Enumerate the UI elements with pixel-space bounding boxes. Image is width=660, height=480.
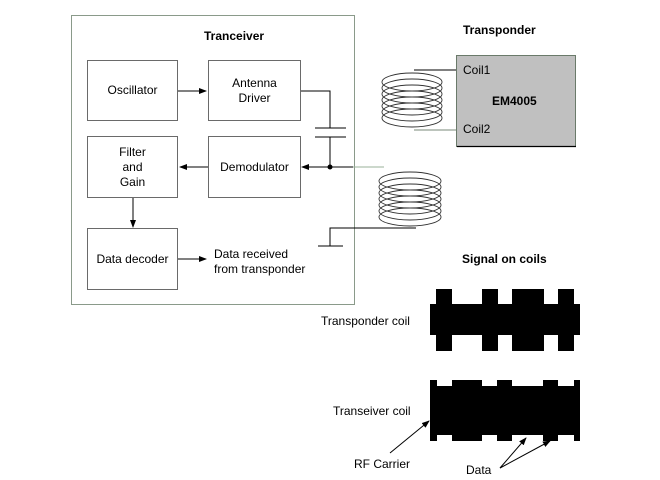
oscillator-block: Oscillator (87, 60, 178, 121)
antenna-driver-label-line1: Antenna (232, 75, 277, 90)
transponder-waveform (430, 289, 580, 351)
filter-gain-label-line1: Filter (119, 144, 146, 159)
data-pointer-2 (499, 440, 551, 469)
demodulator-block: Demodulator (208, 136, 301, 198)
filter-gain-block: Filter and Gain (87, 136, 178, 198)
data-pointer-1 (499, 437, 527, 469)
transceiver-coil-label: Transeiver coil (333, 404, 411, 418)
transceiver-wave-edge (497, 380, 512, 441)
transponder-coil-icon (381, 72, 443, 128)
antenna-driver-block: Antenna Driver (208, 60, 301, 121)
filter-gain-label-line3: Gain (119, 174, 146, 189)
transceiver-waveform (430, 380, 580, 441)
signals-title: Signal on coils (462, 252, 547, 266)
oscillator-label: Oscillator (107, 83, 158, 97)
data-decoder-block: Data decoder (87, 228, 178, 290)
transponder-coil-label: Transponder coil (321, 314, 410, 328)
data-received-label-line2: from transponder (214, 262, 306, 276)
transceiver-title: Tranceiver (204, 29, 265, 43)
transceiver-coil-icon (378, 171, 442, 227)
coil2-pin-label: Coil2 (463, 122, 491, 136)
demodulator-label: Demodulator (220, 159, 289, 174)
filter-gain-label-line2: and (122, 159, 143, 174)
transceiver-wave-edge (574, 380, 580, 441)
transponder-wave-pulse (482, 289, 498, 351)
rf-carrier-pointer (389, 420, 430, 454)
transponder-wave-carrier (430, 304, 580, 335)
transponder-wave-pulse (512, 289, 544, 351)
chip-name-label: EM4005 (492, 94, 537, 108)
transponder-wave-pulse (436, 289, 452, 351)
driver-output-wire (301, 90, 331, 128)
rf-carrier-label: RF Carrier (354, 457, 410, 471)
data-received-label-line1: Data received (214, 247, 289, 261)
data-decoder-label: Data decoder (96, 251, 169, 266)
antenna-driver-label-line2: Driver (238, 90, 271, 105)
transponder-title: Transponder (463, 23, 536, 37)
transceiver-wave-edge (543, 380, 558, 441)
coil1-pin-label: Coil1 (463, 63, 491, 77)
ground-wire (329, 227, 416, 246)
transceiver-wave-edge (452, 380, 482, 441)
transceiver-wave-edge (430, 380, 437, 441)
transponder-wave-pulse (558, 289, 574, 351)
data-label: Data (466, 463, 492, 477)
transponder-chip (456, 55, 576, 147)
transceiver-enclosure (71, 15, 355, 305)
